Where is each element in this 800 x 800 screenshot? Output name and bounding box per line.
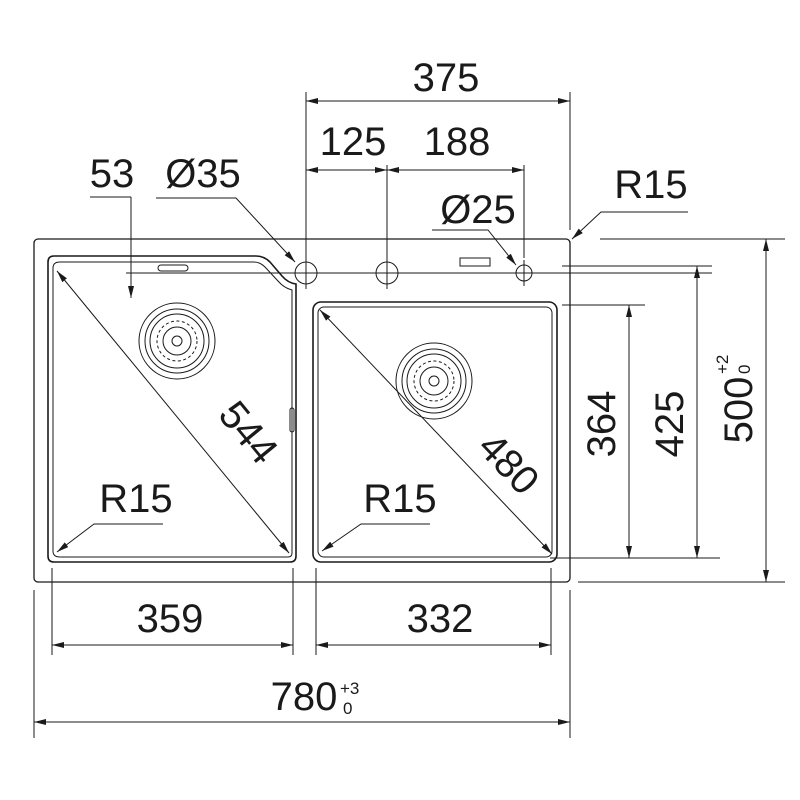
dim-500-tol-lower: 0	[735, 365, 754, 374]
side-clip	[289, 407, 295, 433]
dim-r15-left: R15	[99, 477, 172, 521]
dim-53: 53	[90, 152, 135, 196]
dim-500: 500	[717, 377, 761, 444]
dim-332: 332	[407, 597, 474, 641]
dim-r15-outer: R15	[614, 163, 687, 207]
overflow-slot	[157, 264, 189, 272]
dim-780-tol-upper: +3	[340, 679, 359, 698]
right-bowl-inner	[317, 306, 553, 558]
dim-375: 375	[413, 56, 480, 100]
sink-outline	[33, 238, 571, 583]
left-drain-icon	[138, 302, 216, 380]
dim-500-group: 500 +2 0	[713, 355, 761, 444]
dim-359: 359	[137, 597, 204, 641]
right-bowl-outer	[312, 301, 558, 563]
dim-line-480	[319, 309, 553, 555]
control-slot	[459, 257, 491, 267]
dim-480: 480	[469, 425, 547, 504]
dim-125: 125	[320, 120, 387, 164]
dim-line-544	[56, 270, 290, 554]
dim-r15-right: R15	[363, 477, 436, 521]
dim-780: 780	[271, 675, 338, 719]
dim-dia-25: Ø25	[440, 188, 516, 232]
dim-780-tol-lower: 0	[343, 699, 352, 718]
dim-dia-35: Ø35	[165, 152, 241, 196]
left-bowl-inner	[52, 261, 293, 558]
dim-425: 425	[648, 391, 692, 458]
dim-188: 188	[424, 120, 491, 164]
right-drain-icon	[395, 342, 473, 420]
dim-544: 544	[210, 393, 286, 473]
dim-500-tol-upper: +2	[713, 355, 732, 374]
dim-364: 364	[580, 391, 624, 458]
left-bowl-outer	[47, 255, 297, 563]
